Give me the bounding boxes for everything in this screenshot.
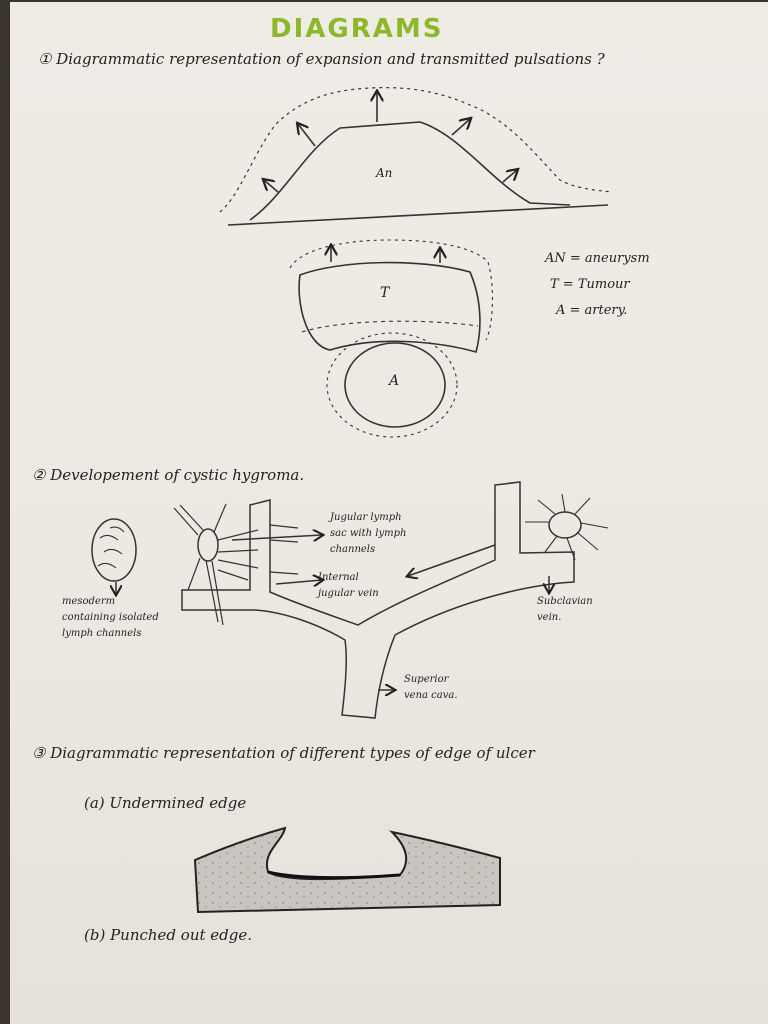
mesoderm-oval (91, 518, 137, 582)
jugular-sac-label: Jugular lymph sac with lymph channels (330, 512, 407, 555)
vein-system-outline (181, 481, 575, 719)
subclavian-label: Subclavian vein. (537, 596, 593, 623)
tumour-artery-diagram (289, 239, 493, 438)
page-title: DIAGRAMS (270, 14, 444, 44)
subclavian-lymph-sac (548, 511, 582, 539)
section-3-heading: ③ Diagrammatic representation of differe… (32, 744, 535, 762)
artery-label: A (389, 373, 400, 389)
baseline-line (227, 204, 609, 226)
superior-vena-cava-label: Superior vena cava. (404, 674, 458, 701)
jugular-lymph-sac (197, 528, 219, 562)
ulcer-base-shape (193, 826, 501, 914)
aneurysm-outline (249, 121, 571, 221)
tumour-label: T (380, 285, 390, 301)
expansion-dotted-outline (219, 87, 613, 213)
legend-aneurysm: AN = aneurysm (545, 251, 650, 266)
punched-out-edge-label: (b) Punched out edge. (84, 926, 253, 944)
undermined-edge-label: (a) Undermined edge (84, 794, 247, 812)
section-1-heading: ① Diagrammatic representation of expansi… (38, 50, 605, 68)
legend-artery: A = artery. (556, 303, 628, 318)
notebook-paper (10, 2, 768, 1024)
legend-tumour: T = Tumour (550, 277, 630, 292)
tumour-inner-dashed (301, 320, 479, 333)
tumour-outline (298, 261, 481, 353)
artery-circle (344, 342, 446, 428)
artery-dotted-outline (326, 332, 458, 438)
internal-jugular-label: Internal jugular vein (318, 572, 379, 599)
section-2-heading: ② Developement of cystic hygroma. (32, 466, 305, 484)
undermined-edge-diagram (193, 826, 501, 914)
cystic-hygroma-diagram (91, 481, 609, 719)
mesoderm-label: mesoderm containing isolated lymph chann… (62, 596, 159, 639)
tumour-pulsation-dotted (289, 239, 493, 341)
aneurysm-diagram (219, 87, 613, 226)
aneurysm-label: An (376, 166, 393, 180)
